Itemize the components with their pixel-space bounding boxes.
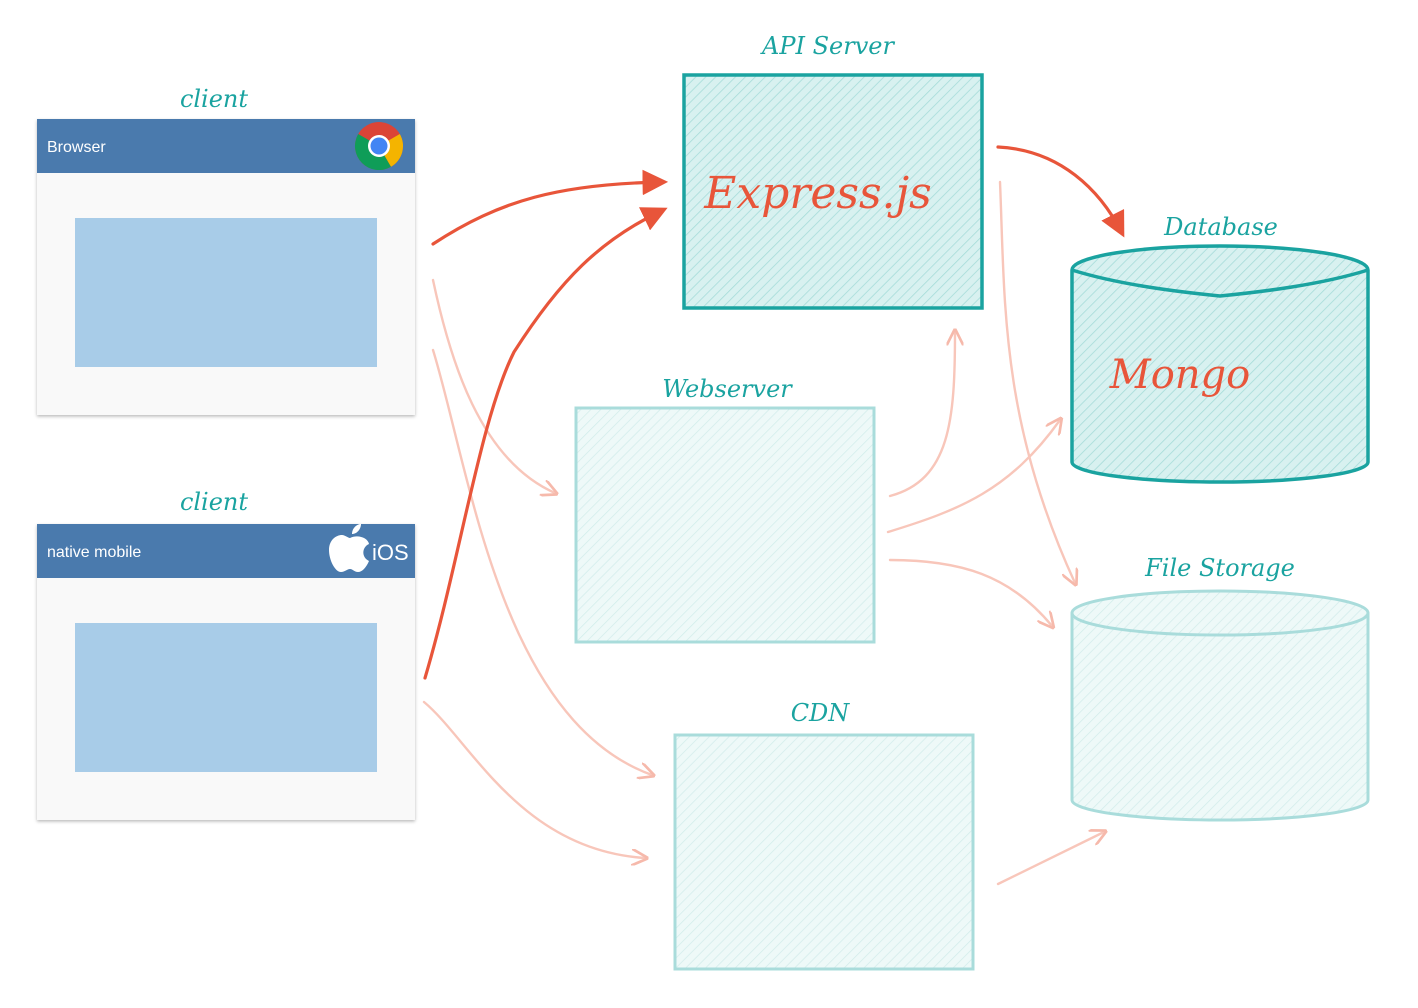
browser-screen: [75, 218, 377, 367]
cdn-node: CDN: [673, 699, 975, 971]
arrow-browser-to-webserver: [431, 278, 555, 493]
client-browser: client Browser: [37, 85, 415, 415]
database-cylinder-rim: [1071, 268, 1369, 298]
arrow-api-to-database: [996, 145, 1125, 238]
api-server-box: [682, 73, 984, 310]
chrome-icon: [354, 122, 404, 171]
arrow-mobile-to-cdn: [422, 700, 645, 858]
cdn-label: CDN: [791, 699, 851, 727]
database-node: Database Mongo: [1070, 213, 1370, 484]
strong-connectors: [423, 145, 1125, 680]
webserver-box: [574, 406, 876, 644]
database-cylinder: [1070, 244, 1370, 484]
arrow-api-to-filestorage: [998, 180, 1075, 583]
express-label: Express.js: [703, 168, 932, 219]
client-caption: client: [180, 488, 248, 516]
mobile-window-title: native mobile: [47, 544, 141, 561]
mobile-screen: [75, 623, 377, 772]
arrow-webserver-to-api: [888, 332, 955, 498]
ios-label: iOS: [372, 540, 409, 565]
api-server-label: API Server: [760, 32, 895, 60]
client-caption: client: [180, 85, 248, 113]
faint-connectors: [422, 180, 1104, 886]
client-native-mobile: client native mobile iOS: [37, 488, 415, 820]
arrow-browser-to-api: [431, 169, 669, 246]
file-storage-label: File Storage: [1144, 554, 1295, 582]
browser-titlebar: [37, 119, 415, 173]
mongo-label: Mongo: [1109, 352, 1251, 398]
webserver-node: Webserver: [574, 375, 876, 644]
cdn-box: [673, 733, 975, 971]
file-storage-cylinder: [1070, 589, 1370, 822]
apple-icon: [329, 524, 369, 572]
file-storage-node: File Storage: [1070, 554, 1370, 822]
arrow-webserver-to-filestorage: [888, 558, 1052, 626]
arrow-webserver-to-database: [886, 420, 1060, 534]
webserver-label: Webserver: [662, 375, 793, 403]
browser-window-title: Browser: [47, 139, 106, 156]
file-storage-cylinder-rim: [1070, 612, 1370, 637]
database-label: Database: [1163, 213, 1278, 241]
api-server-node: API Server Express.js: [682, 32, 984, 310]
arrow-mobile-to-api: [423, 207, 668, 680]
arrow-browser-to-cdn: [431, 348, 652, 775]
arrow-cdn-to-filestorage: [996, 832, 1104, 886]
